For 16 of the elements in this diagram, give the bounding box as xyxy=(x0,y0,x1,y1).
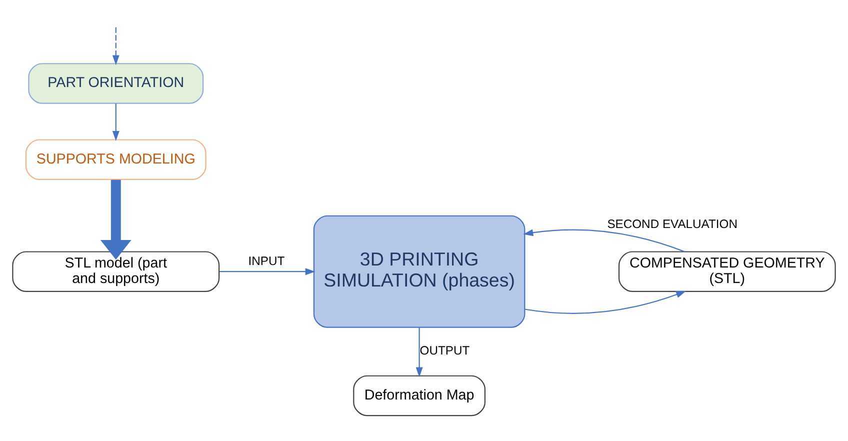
edge-label: OUTPUT xyxy=(420,343,470,358)
arrow xyxy=(524,290,686,314)
arrow xyxy=(219,268,316,275)
arrow xyxy=(416,327,423,377)
node-box: SUPPORTS MODELING xyxy=(25,138,206,180)
arrow xyxy=(100,179,132,260)
node-box: 3D PRINTING SIMULATION (phases) xyxy=(313,214,526,328)
node-box: Deformation Map xyxy=(353,374,486,416)
node-box: PART ORIENTATION xyxy=(28,62,204,104)
arrow xyxy=(112,103,120,140)
node-box: STL model (part and supports) xyxy=(12,250,220,292)
edge-label: SECOND EVALUATION xyxy=(607,216,738,231)
edge-label: INPUT xyxy=(248,253,285,268)
arrow xyxy=(112,26,120,65)
node-box: COMPENSATED GEOMETRY (STL) xyxy=(618,250,836,292)
arrow xyxy=(523,228,685,252)
